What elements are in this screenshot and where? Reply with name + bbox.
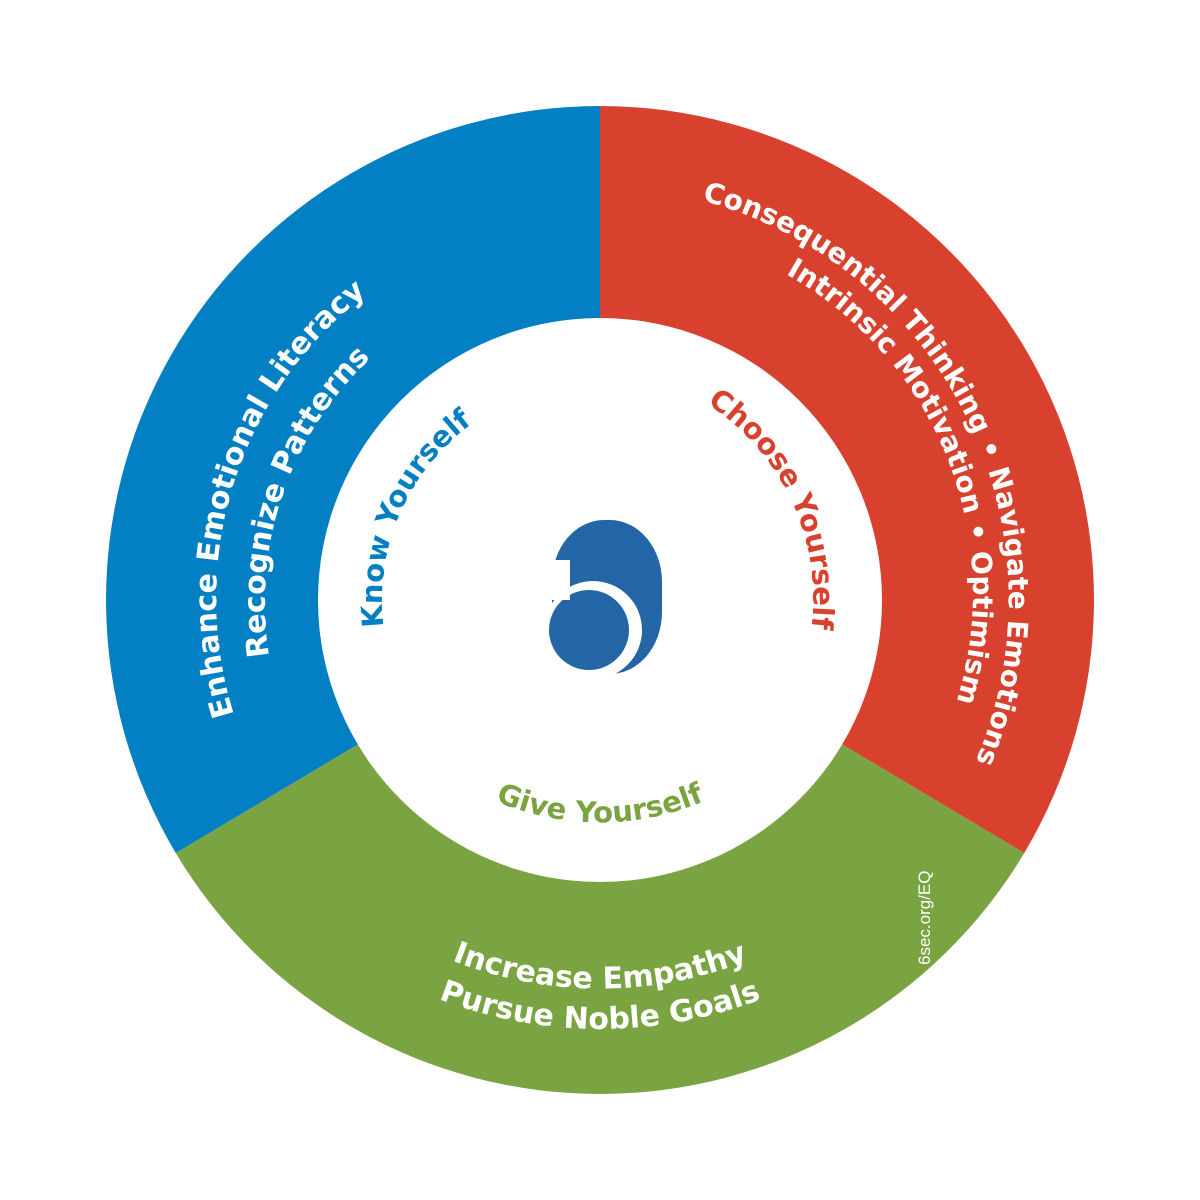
six-seconds-logo-icon bbox=[540, 520, 662, 679]
url-label: 6sec.org/EQ bbox=[915, 871, 934, 966]
